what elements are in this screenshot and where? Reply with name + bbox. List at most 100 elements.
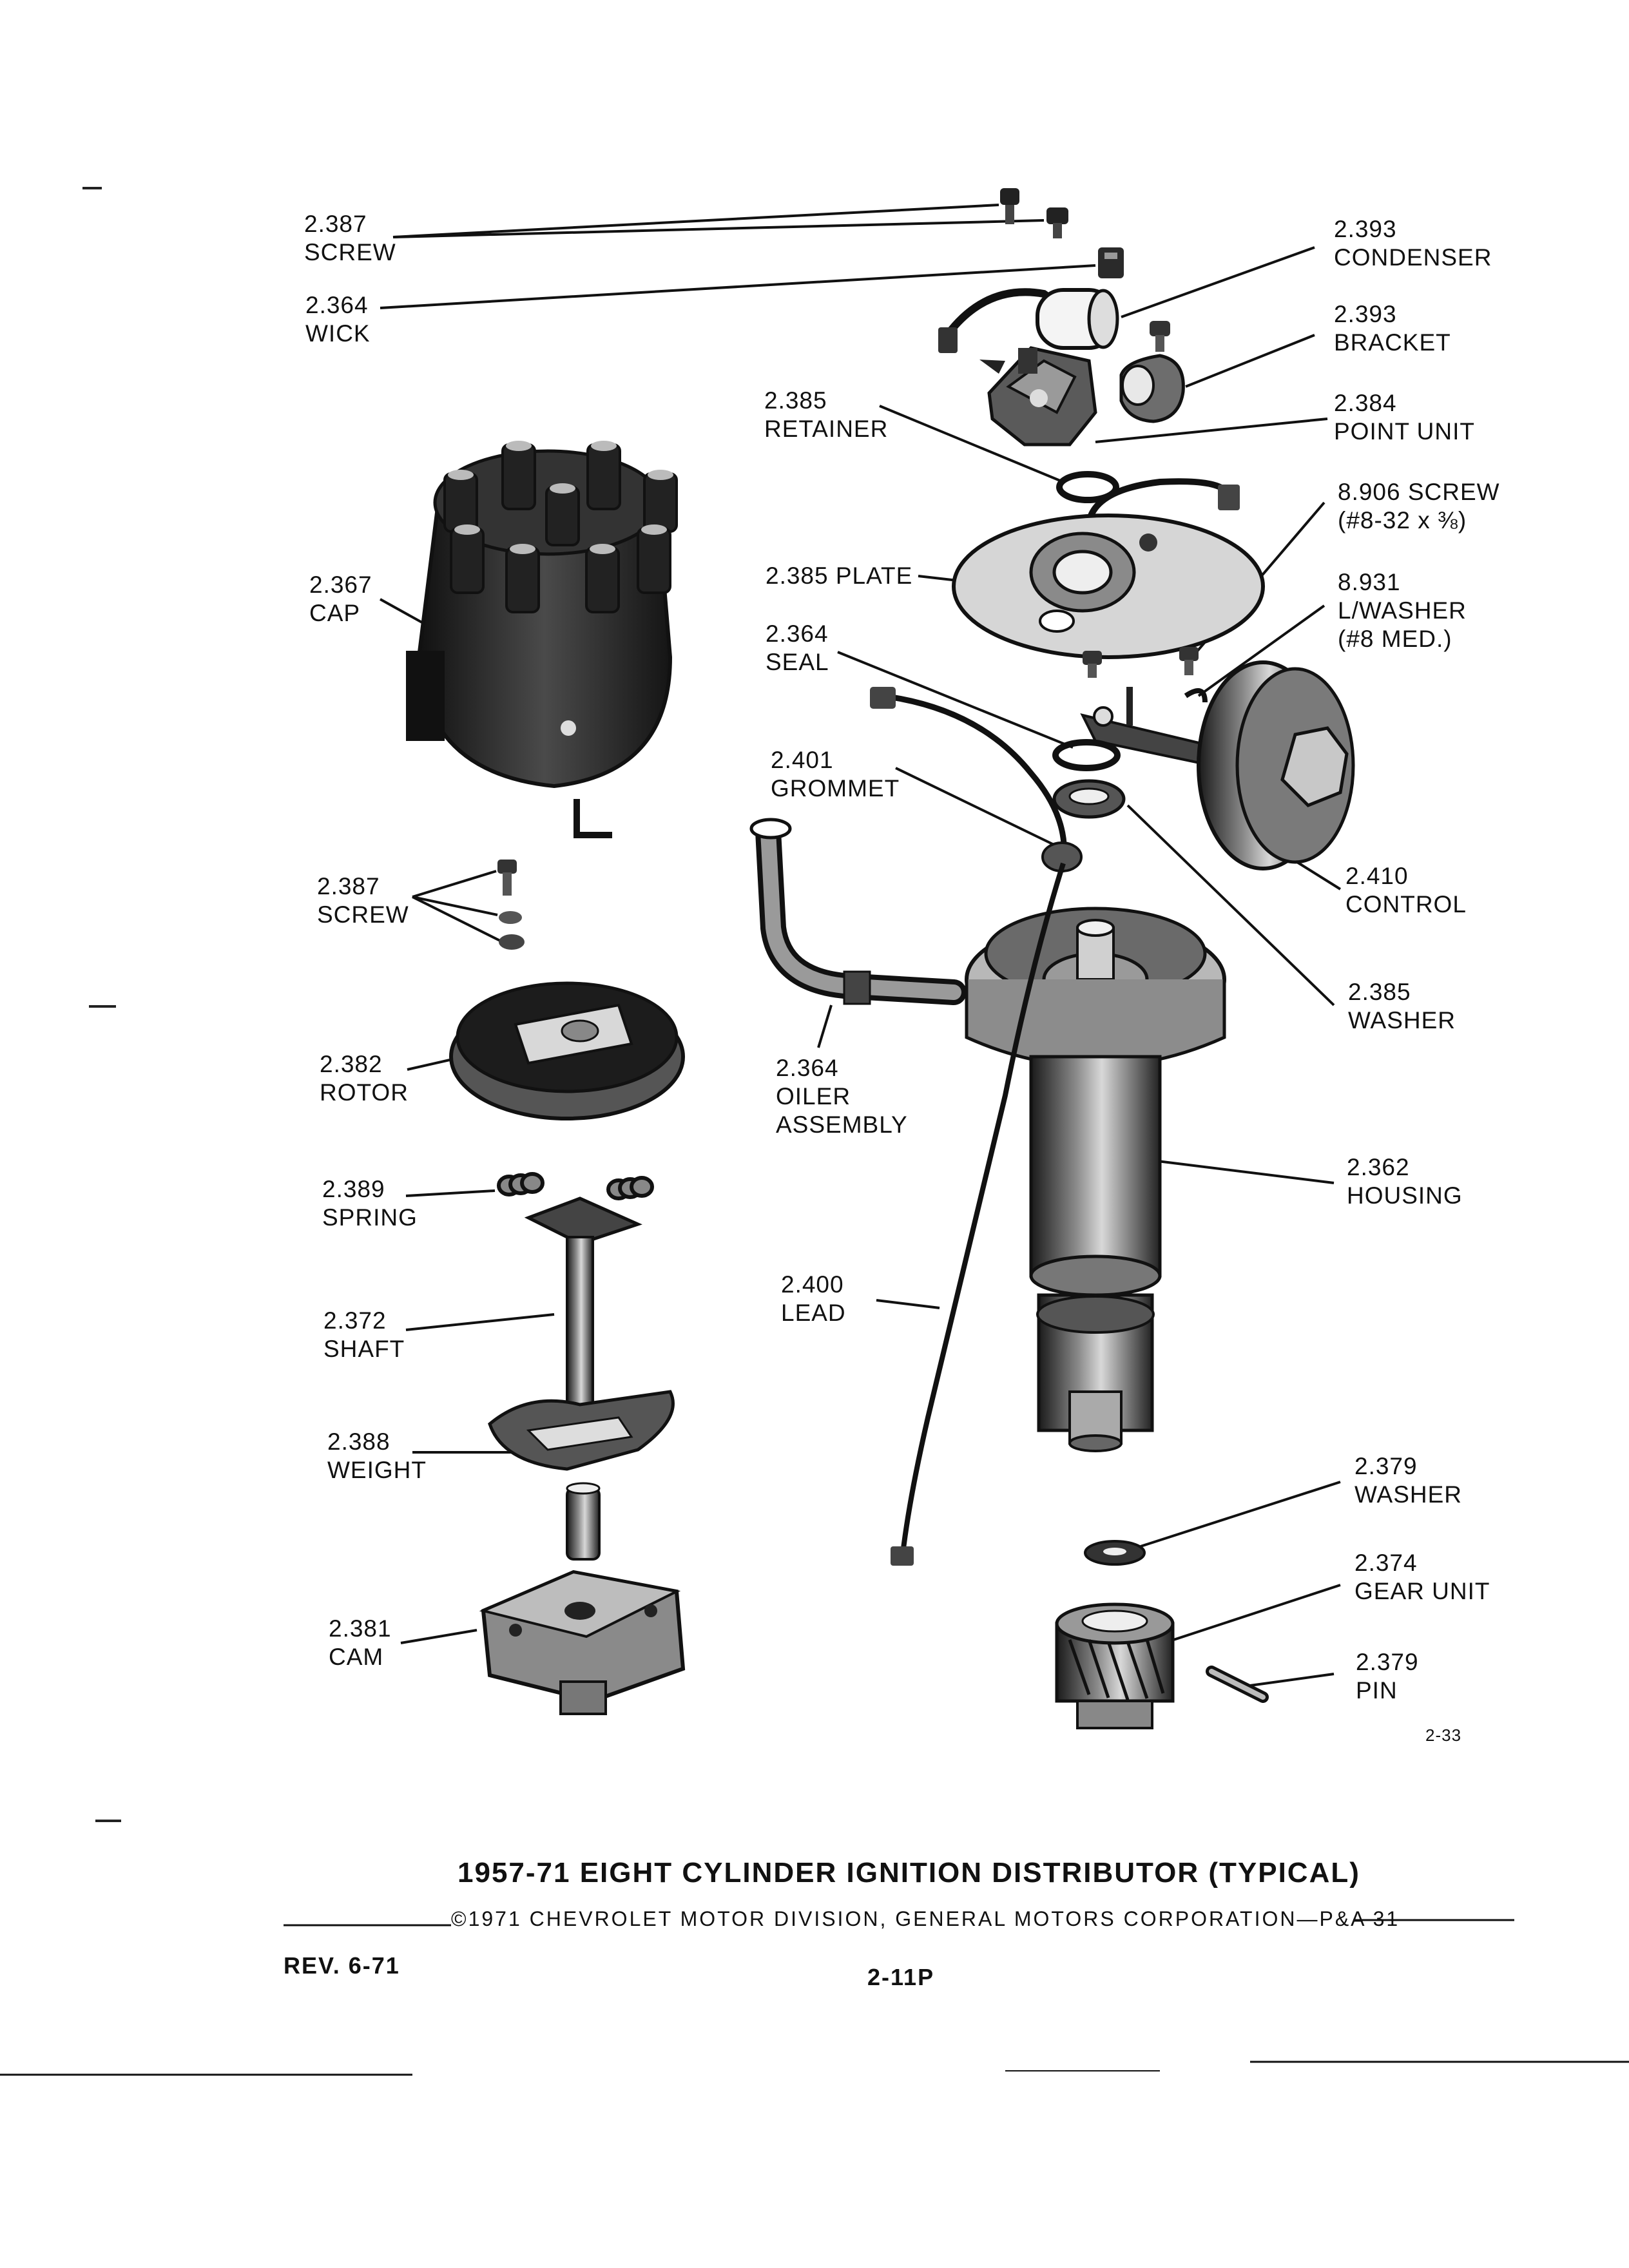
callout-control: 2.410 CONTROL bbox=[1345, 862, 1467, 919]
weight-part bbox=[488, 1390, 675, 1471]
washer-low-part bbox=[1084, 1540, 1146, 1566]
point-unit-part bbox=[979, 346, 1097, 447]
part-name: WASHER bbox=[1354, 1481, 1463, 1508]
part-number: 2.372 bbox=[323, 1307, 387, 1334]
callout-wick: 2.364 WICK bbox=[305, 291, 371, 348]
part-name: HOUSING bbox=[1347, 1182, 1463, 1209]
part-name: SPRING bbox=[322, 1204, 418, 1231]
callout-bracket: 2.393 BRACKET bbox=[1334, 300, 1451, 357]
part-number: 2.388 bbox=[327, 1428, 390, 1455]
part-name: RETAINER bbox=[764, 416, 889, 442]
plate-part bbox=[952, 478, 1265, 659]
retainer-part bbox=[1056, 471, 1119, 503]
part-number: 2.382 bbox=[320, 1051, 383, 1077]
part-name: L/WASHER bbox=[1338, 597, 1467, 624]
part-name: ROTOR bbox=[320, 1079, 409, 1106]
callout-cap: 2.367 CAP bbox=[309, 571, 372, 628]
callout-oiler: 2.364 OILER ASSEMBLY bbox=[776, 1054, 908, 1139]
callout-screw-top: 2.387 SCREW bbox=[304, 210, 396, 267]
shaft-part bbox=[524, 1196, 642, 1423]
callout-spring: 2.389 SPRING bbox=[322, 1175, 418, 1232]
part-name: CONDENSER bbox=[1334, 244, 1492, 271]
part-name: SCREW bbox=[317, 901, 409, 928]
callout-point-unit: 2.384 POINT UNIT bbox=[1334, 389, 1475, 446]
part-number: 2.401 bbox=[771, 747, 834, 773]
part-number: 2.364 bbox=[766, 620, 829, 647]
leader-lines bbox=[380, 204, 1342, 1687]
spring-part-1 bbox=[497, 1172, 545, 1196]
callout-retainer: 2.385 RETAINER bbox=[764, 387, 888, 443]
vacuum-control-part bbox=[1080, 660, 1355, 870]
part-name: CAM bbox=[329, 1644, 384, 1670]
part-name: POINT UNIT bbox=[1334, 418, 1475, 445]
top-screw-1 bbox=[1000, 188, 1019, 224]
part-name-2: ASSEMBLY bbox=[776, 1111, 908, 1138]
part-number: 2.385 bbox=[1348, 979, 1411, 1005]
part-number: 2.362 bbox=[1347, 1154, 1410, 1180]
callout-weight: 2.388 WEIGHT bbox=[327, 1428, 427, 1485]
callout-shaft: 2.372 SHAFT bbox=[323, 1307, 405, 1363]
part-name: WEIGHT bbox=[327, 1457, 427, 1483]
part-name: CAP bbox=[309, 600, 361, 626]
callout-lead: 2.400 LEAD bbox=[781, 1271, 846, 1327]
callout-pin: 2.379 PIN bbox=[1356, 1648, 1419, 1705]
part-name: WASHER bbox=[1348, 1007, 1456, 1033]
gear-unit-part bbox=[1055, 1602, 1175, 1729]
callout-lwasher: 8.931 L/WASHER (#8 MED.) bbox=[1338, 568, 1467, 653]
bracket-part bbox=[1119, 354, 1185, 423]
figure-number: 2-33 bbox=[1425, 1725, 1462, 1745]
part-number: 2.385 PLATE bbox=[766, 562, 913, 589]
callout-cam: 2.381 CAM bbox=[329, 1615, 392, 1671]
part-number: 2.385 bbox=[764, 387, 827, 414]
lead-part bbox=[891, 862, 1066, 1566]
callout-gear-unit: 2.374 GEAR UNIT bbox=[1354, 1549, 1490, 1606]
part-name: SEAL bbox=[766, 649, 829, 675]
cap-part bbox=[406, 441, 678, 838]
page-number: 2-11P bbox=[867, 1964, 935, 1990]
callout-plate: 2.385 PLATE bbox=[766, 562, 912, 590]
part-name: SCREW bbox=[304, 239, 396, 265]
part-number: 2.393 bbox=[1334, 216, 1397, 242]
oiler-assembly-part bbox=[749, 818, 967, 1005]
part-number: 2.367 bbox=[309, 572, 372, 598]
washer-mid-part bbox=[1052, 779, 1126, 819]
revision-label: REV. 6-71 bbox=[284, 1952, 400, 1979]
part-number: 2.387 bbox=[317, 873, 380, 899]
part-name: GROMMET bbox=[771, 775, 900, 802]
part-number: 2.400 bbox=[781, 1271, 844, 1298]
callout-screw-mid: 2.387 SCREW bbox=[317, 872, 409, 929]
part-number: 2.387 bbox=[304, 211, 367, 237]
lwasher-part bbox=[1184, 688, 1208, 703]
spring-part-2 bbox=[606, 1176, 654, 1200]
part-number: 2.364 bbox=[776, 1055, 839, 1081]
callout-screw-8906: 8.906 SCREW (#8-32 x ⅜) bbox=[1338, 478, 1500, 535]
pin-part bbox=[1206, 1666, 1269, 1703]
callout-grommet: 2.401 GROMMET bbox=[771, 746, 900, 803]
part-number: 2.379 bbox=[1354, 1453, 1418, 1479]
grommet-part bbox=[870, 687, 1083, 872]
callout-rotor: 2.382 ROTOR bbox=[320, 1050, 409, 1107]
part-name: PIN bbox=[1356, 1677, 1398, 1704]
part-name: LEAD bbox=[781, 1300, 846, 1326]
part-number: 2.379 bbox=[1356, 1649, 1419, 1675]
part-name: CONTROL bbox=[1345, 891, 1467, 918]
cam-sleeve bbox=[566, 1482, 601, 1561]
screw-8906-part bbox=[1179, 647, 1199, 675]
part-name: SHAFT bbox=[323, 1336, 405, 1362]
callout-washer-low: 2.379 WASHER bbox=[1354, 1452, 1462, 1509]
condenser-part bbox=[938, 288, 1119, 353]
part-spec: (#8-32 x ⅜) bbox=[1338, 507, 1467, 533]
callout-washer-mid: 2.385 WASHER bbox=[1348, 978, 1456, 1035]
part-number: 2.384 bbox=[1334, 390, 1397, 416]
copyright-line: ©1971 CHEVROLET MOTOR DIVISION, GENERAL … bbox=[451, 1907, 1400, 1930]
callout-housing: 2.362 HOUSING bbox=[1347, 1153, 1463, 1210]
margin-marks bbox=[82, 187, 121, 1822]
part-name: BRACKET bbox=[1334, 329, 1451, 356]
housing-part bbox=[965, 907, 1226, 1452]
part-spec: (#8 MED.) bbox=[1338, 626, 1452, 652]
bracket-screw bbox=[1150, 321, 1170, 352]
part-number: 2.410 bbox=[1345, 863, 1409, 889]
cam-part bbox=[479, 1570, 686, 1715]
wick-part bbox=[1098, 247, 1124, 278]
